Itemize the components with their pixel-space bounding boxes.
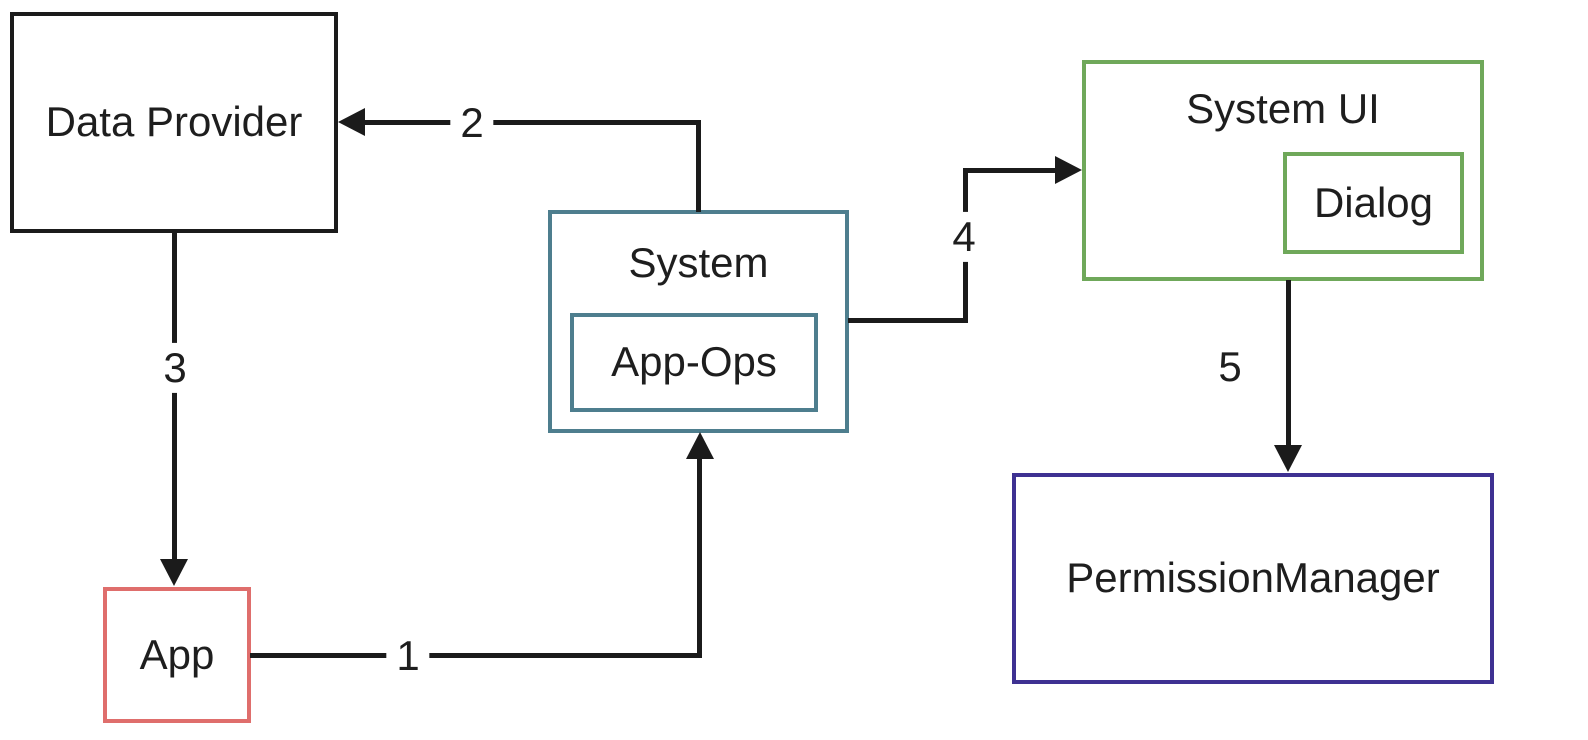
node-system-label: System xyxy=(628,239,769,286)
edge-2-label: 2 xyxy=(450,97,494,149)
node-app-ops-label: App-Ops xyxy=(611,338,777,386)
node-data-provider: Data Provider xyxy=(10,12,338,233)
node-app: App xyxy=(103,587,251,723)
edge-1-label: 1 xyxy=(386,630,430,682)
edge-1-line-horizontal xyxy=(250,653,702,658)
edge-2-line-vertical xyxy=(696,120,701,212)
edge-5-line-vertical xyxy=(1286,280,1291,448)
node-permission-manager-label: PermissionManager xyxy=(1066,554,1440,602)
edge-4-label: 4 xyxy=(942,211,986,263)
node-dialog-label: Dialog xyxy=(1313,178,1434,226)
edge-4-line-horizontal-lower xyxy=(848,318,968,323)
node-data-provider-label: Data Provider xyxy=(45,98,303,146)
edge-3-line-vertical xyxy=(172,233,177,563)
edge-3-label: 3 xyxy=(153,342,197,394)
edge-1-arrowhead-up-icon xyxy=(686,432,714,459)
edge-2-arrowhead-left-icon xyxy=(338,108,365,136)
node-system-ui-label: System UI xyxy=(1186,85,1380,132)
edge-3-arrowhead-down-icon xyxy=(160,559,188,586)
edge-5-label: 5 xyxy=(1208,341,1252,393)
node-app-ops: App-Ops xyxy=(570,313,818,412)
edge-5-arrowhead-down-icon xyxy=(1274,445,1302,472)
node-permission-manager: PermissionManager xyxy=(1012,473,1494,684)
edge-4-arrowhead-right-icon xyxy=(1055,156,1082,184)
edge-2-line-horizontal xyxy=(352,120,700,125)
edge-4-line-horizontal-upper xyxy=(963,168,1065,173)
node-dialog: Dialog xyxy=(1283,152,1464,254)
node-app-label: App xyxy=(139,630,215,678)
edge-1-line-vertical xyxy=(697,456,702,658)
